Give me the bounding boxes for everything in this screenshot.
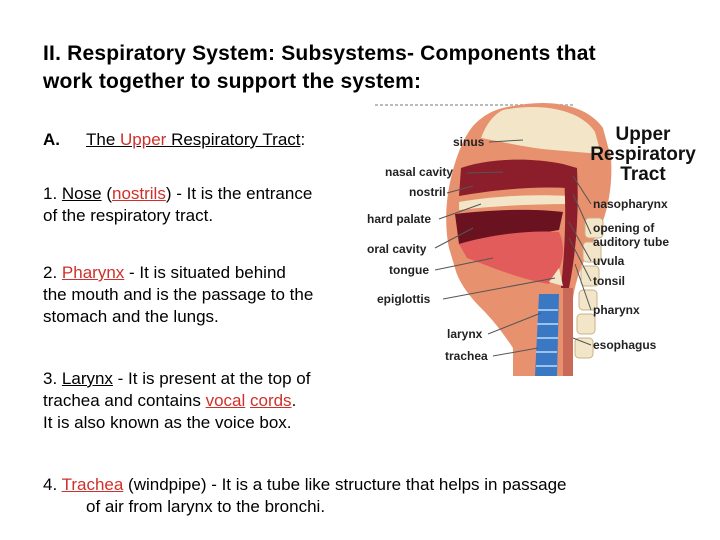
section-title: The Upper Respiratory Tract bbox=[86, 130, 301, 149]
item-text: - It is present at the top of bbox=[112, 369, 311, 388]
title-line-2: work together to support the system: bbox=[43, 70, 422, 93]
text-period: . bbox=[291, 391, 297, 410]
label-hard-palate: hard palate bbox=[367, 212, 431, 226]
upper-respiratory-diagram: Upper Respiratory Tract sinus nasal cavi… bbox=[363, 98, 708, 376]
label-auditory-tube: auditory tube bbox=[593, 235, 669, 249]
term-vocal: vocal bbox=[205, 391, 246, 410]
item-text-line2: the mouth and is the passage to the bbox=[43, 285, 314, 304]
section-highlight: Upper bbox=[120, 130, 167, 149]
esophagus-shape bbox=[563, 288, 573, 376]
nasal-cavity-shape bbox=[459, 159, 568, 196]
label-tongue: tongue bbox=[389, 263, 429, 277]
item-pharynx: 2. Pharynx - It is situated behind the m… bbox=[43, 262, 373, 328]
label-sinus: sinus bbox=[453, 135, 485, 149]
item-text: - It is situated behind bbox=[124, 263, 286, 282]
oral-cavity-shape bbox=[455, 209, 563, 244]
diagram-header-line-1: Upper bbox=[616, 124, 672, 145]
trachea-rings bbox=[536, 309, 558, 367]
leader-lines bbox=[434, 139, 592, 357]
section-heading: A. The Upper Respiratory Tract: bbox=[43, 129, 305, 151]
item-text-line2: of the respiratory tract. bbox=[43, 206, 214, 225]
label-nasopharynx: nasopharynx bbox=[593, 197, 668, 211]
term-cords: cords bbox=[249, 391, 292, 410]
hard-palate-shape bbox=[459, 195, 569, 210]
item-text: ) - It is the entrance bbox=[165, 184, 313, 203]
label-uvula: uvula bbox=[593, 254, 625, 268]
item-larynx: 3. Larynx - It is present at the top of … bbox=[43, 368, 373, 434]
label-epiglottis: epiglottis bbox=[377, 292, 431, 306]
section-suffix: Respiratory Tract bbox=[166, 130, 301, 149]
term-trachea: Trachea bbox=[61, 475, 124, 494]
text-open: ( bbox=[101, 184, 112, 203]
label-nostril: nostril bbox=[409, 185, 446, 199]
item-text: (windpipe) - It is a tube like structure… bbox=[123, 475, 567, 494]
label-nasal-cavity: nasal cavity bbox=[385, 165, 453, 179]
item-text-line2: trachea and contains bbox=[43, 391, 206, 410]
trachea-shape bbox=[535, 294, 559, 376]
diagram-header-line-2: Respiratory bbox=[590, 144, 696, 165]
item-trachea: 4. Trachea (windpipe) - It is a tube lik… bbox=[43, 474, 683, 518]
item-text-line3: stomach and the lungs. bbox=[43, 307, 219, 326]
epiglottis-shape bbox=[549, 268, 563, 286]
item-number: 1. bbox=[43, 184, 62, 203]
term-nostrils: nostrils bbox=[111, 184, 166, 203]
term-pharynx: Pharynx bbox=[61, 263, 125, 282]
slide-title: II. Respiratory System: Subsystems- Comp… bbox=[43, 40, 683, 96]
label-larynx: larynx bbox=[447, 327, 483, 341]
item-number: 2. bbox=[43, 263, 62, 282]
skull-region bbox=[481, 106, 601, 154]
term-larynx: Larynx bbox=[61, 369, 113, 388]
item-nose: 1. Nose (nostrils) - It is the entrance … bbox=[43, 183, 373, 227]
title-line-1: II. Respiratory System: Subsystems- Comp… bbox=[43, 42, 596, 65]
label-esophagus: esophagus bbox=[593, 338, 657, 352]
item-number: 4. bbox=[43, 475, 62, 494]
section-colon: : bbox=[300, 130, 306, 149]
label-oral-cavity: oral cavity bbox=[367, 242, 427, 256]
spine bbox=[574, 217, 604, 359]
item-text-line2: of air from larynx to the bronchi. bbox=[86, 497, 326, 516]
term-nose: Nose bbox=[61, 184, 102, 203]
label-trachea: trachea bbox=[445, 349, 488, 363]
diagram-header-line-3: Tract bbox=[620, 164, 666, 185]
section-letter: A. bbox=[43, 130, 60, 149]
tongue-shape bbox=[459, 231, 564, 284]
label-opening-of: opening of bbox=[593, 221, 655, 235]
section-prefix: The bbox=[86, 130, 121, 149]
item-number: 3. bbox=[43, 369, 62, 388]
label-pharynx: pharynx bbox=[593, 303, 640, 317]
item-text-line3: It is also known as the voice box. bbox=[43, 413, 292, 432]
label-tonsil: tonsil bbox=[593, 274, 625, 288]
